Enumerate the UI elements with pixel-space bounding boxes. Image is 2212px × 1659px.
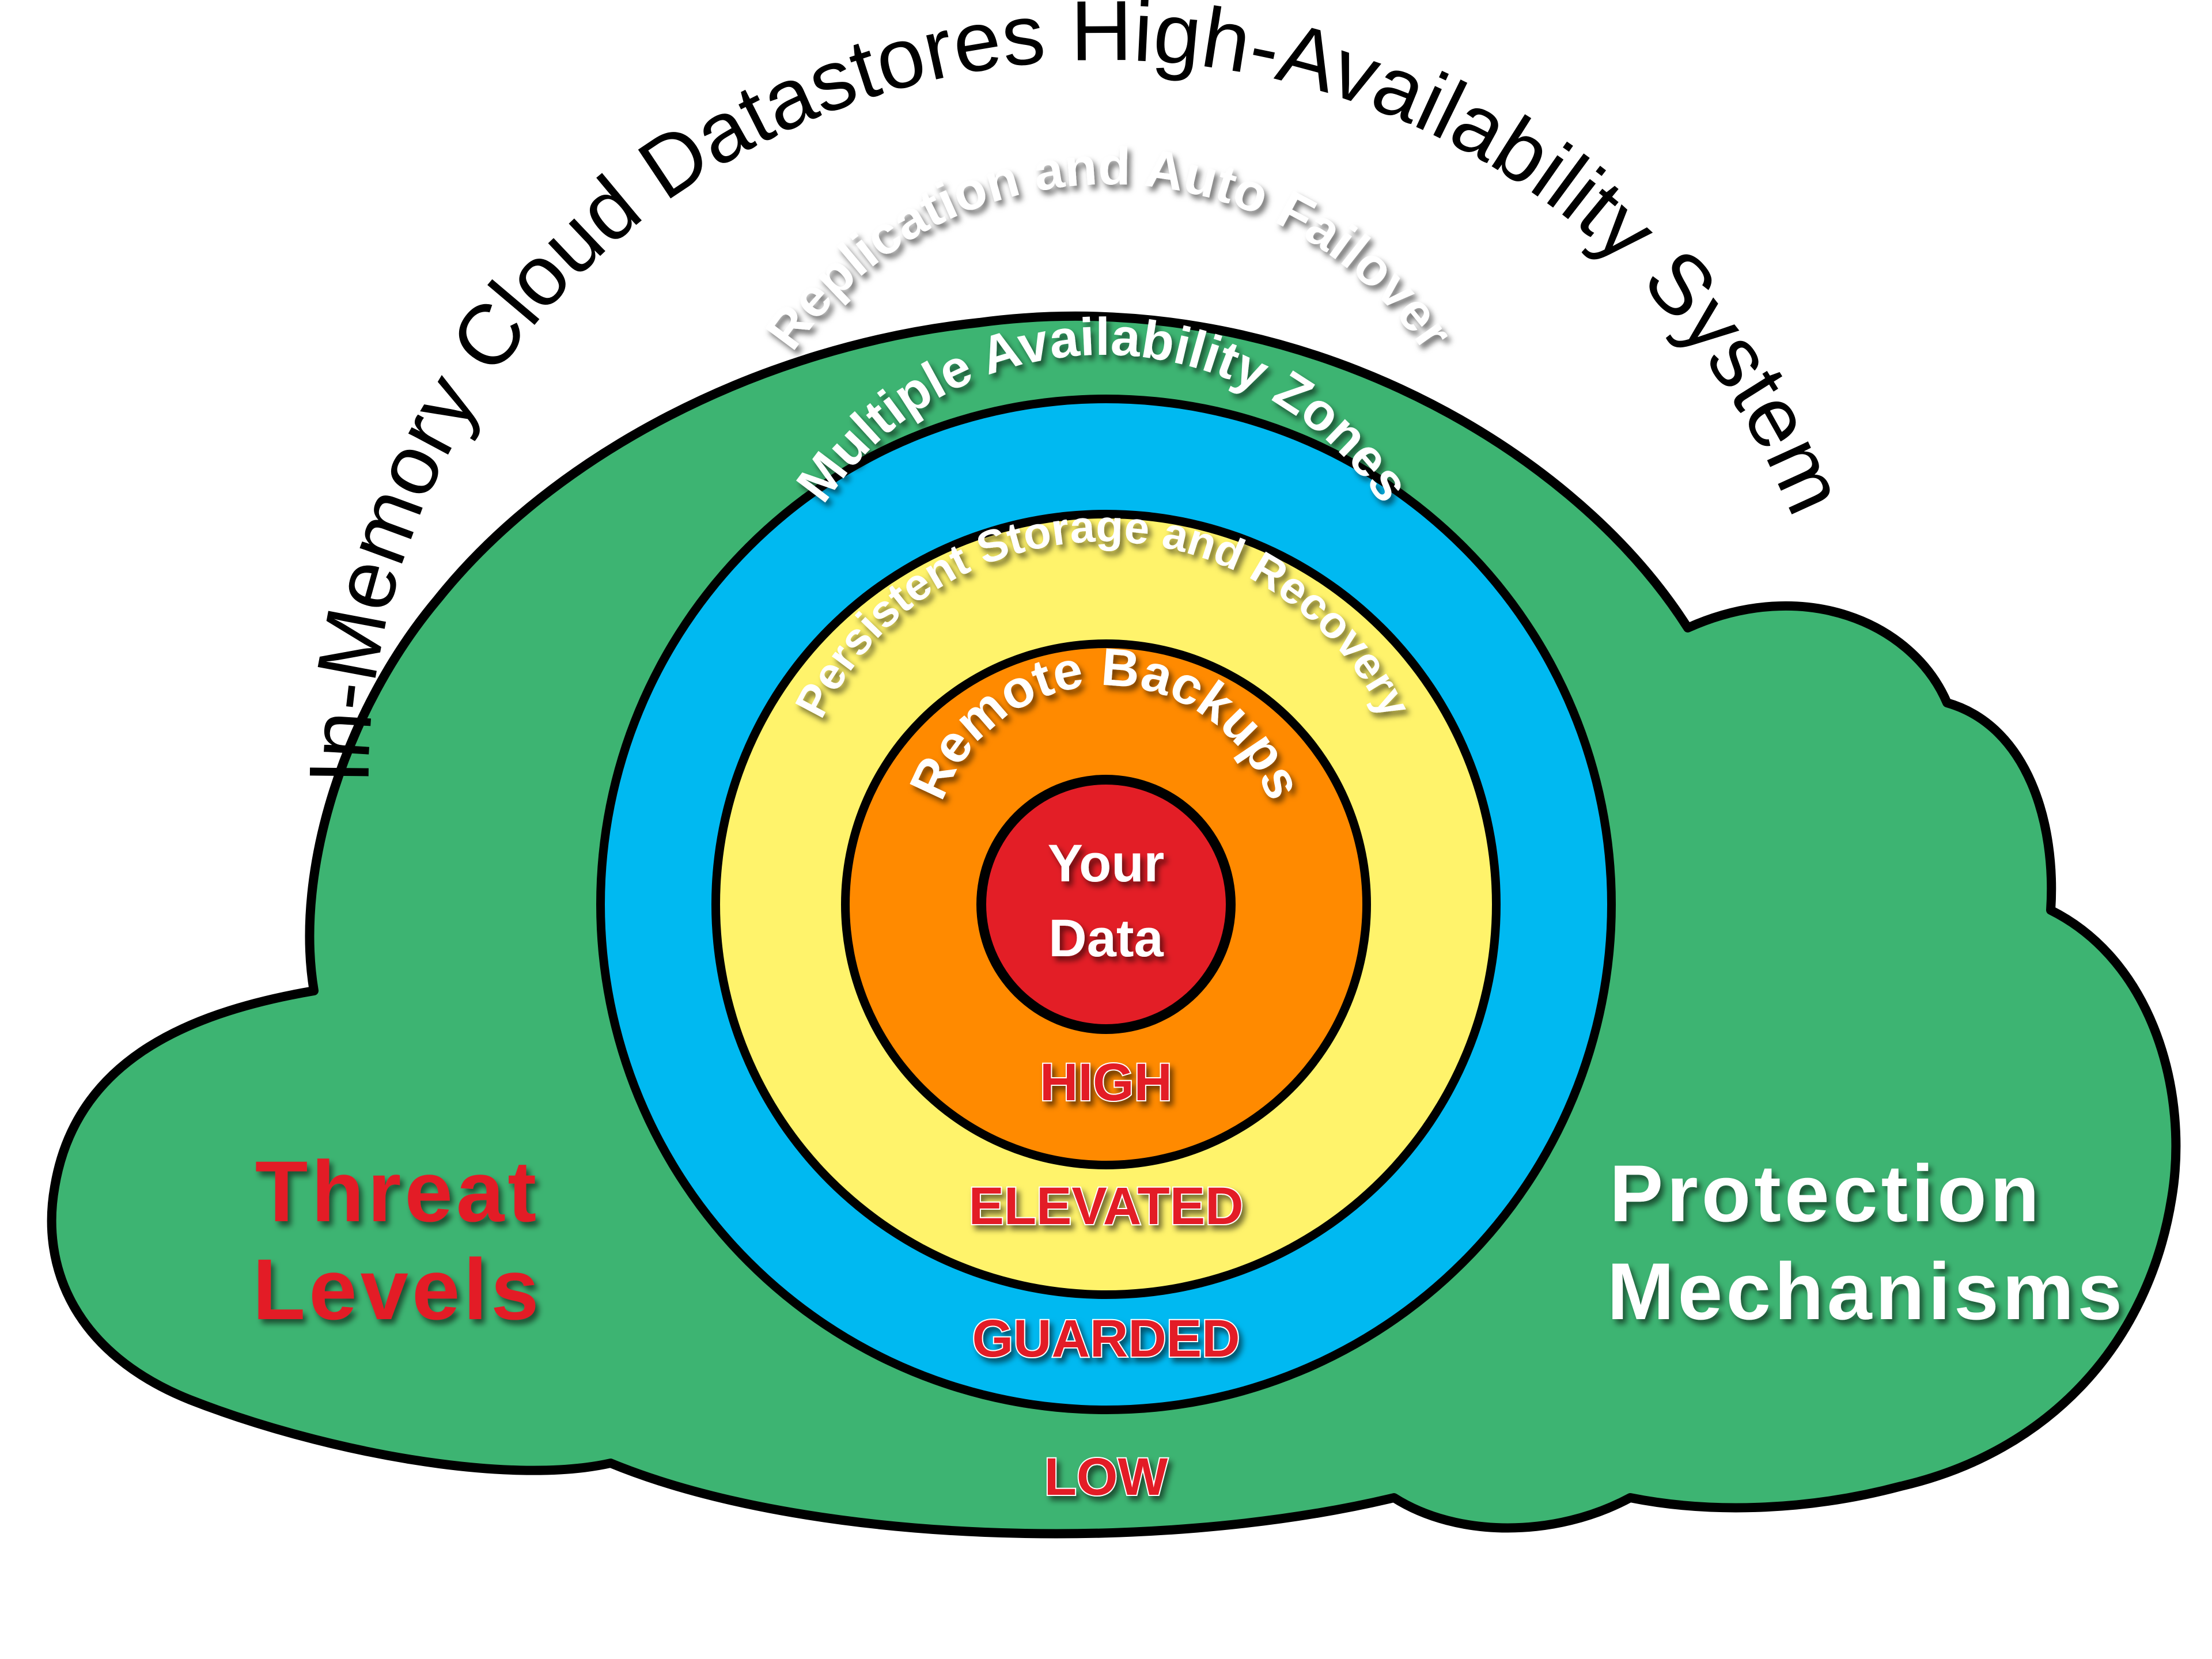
threat-levels-label-line2: Levels: [253, 1241, 543, 1338]
protection-mechanisms-label-line2: Mechanisms: [1607, 1246, 2126, 1336]
core-label-line1: Your: [1048, 834, 1165, 893]
core-label-line2: Data: [1048, 909, 1164, 968]
threat-levels-label-line1: Threat: [255, 1143, 540, 1240]
threat-level-high: HIGH: [1040, 1053, 1172, 1112]
threat-level-low: LOW: [1044, 1448, 1168, 1506]
threat-level-guarded: GUARDED: [972, 1309, 1240, 1368]
threat-level-elevated: ELEVATED: [968, 1177, 1243, 1236]
protection-mechanisms-label-line1: Protection: [1609, 1148, 2043, 1238]
